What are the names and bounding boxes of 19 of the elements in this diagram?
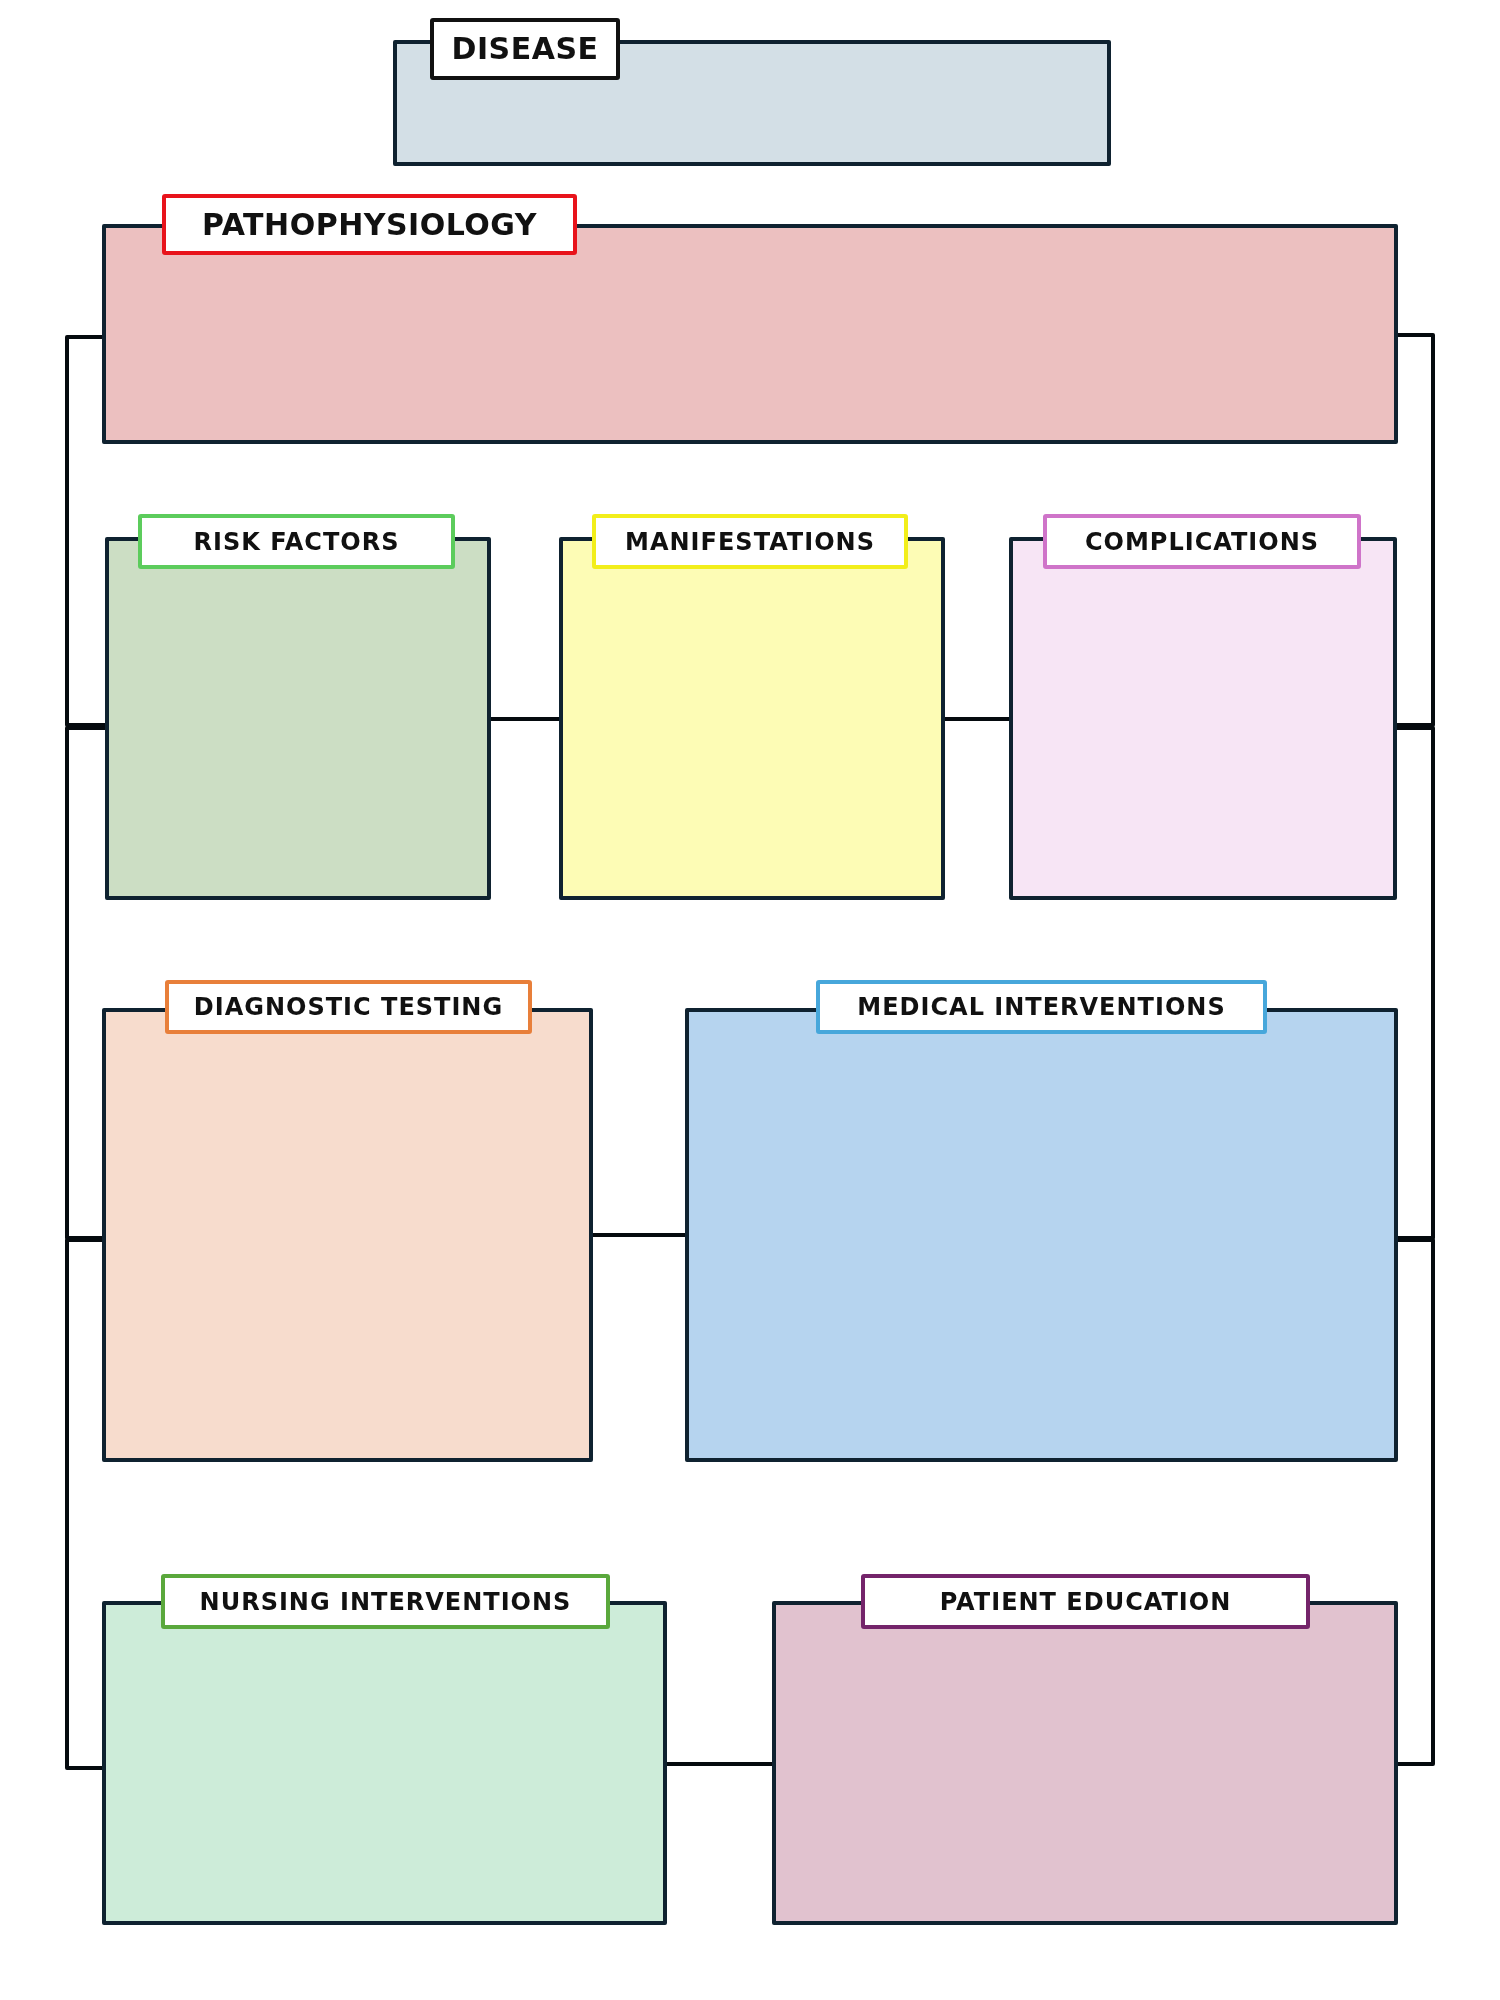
heading-tab: PATHOPHYSIOLOGY [162, 194, 577, 255]
connector-line [945, 717, 1009, 721]
connector-line [491, 717, 559, 721]
connector-line [593, 1233, 685, 1237]
heading-tab: DISEASE [430, 18, 620, 80]
heading-tab: PATIENT EDUCATION [861, 1574, 1310, 1629]
connector-line [1398, 1238, 1435, 1766]
connector-line [1397, 726, 1435, 1240]
connector-line [1397, 333, 1435, 727]
connector-line [65, 1238, 102, 1770]
heading-tab: MANIFESTATIONS [592, 514, 908, 569]
heading-tab: DIAGNOSTIC TESTING [165, 980, 532, 1034]
heading-tab: NURSING INTERVENTIONS [161, 1574, 610, 1629]
connector-line [667, 1762, 772, 1766]
heading-tab: RISK FACTORS [138, 514, 455, 569]
connector-line [65, 726, 105, 1240]
heading-tab: COMPLICATIONS [1043, 514, 1361, 569]
connector-line [65, 335, 105, 727]
heading-tab: MEDICAL INTERVENTIONS [816, 980, 1267, 1034]
